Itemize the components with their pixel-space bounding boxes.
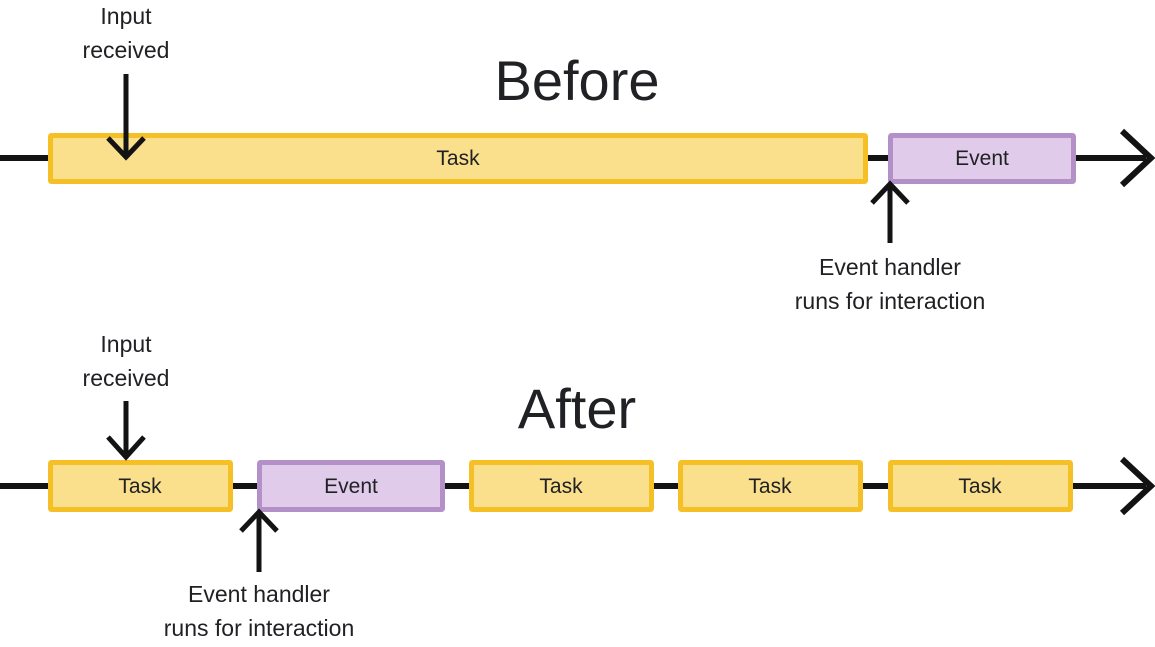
before-event-block[interactable] [888, 133, 1076, 184]
after-event-block[interactable] [257, 460, 445, 512]
after-event-label: Event [324, 475, 378, 498]
before-timeline-arrowhead-icon [1119, 128, 1155, 188]
after-task-label-1: Task [118, 475, 162, 498]
after-section: After Task Event Task Task Task [0, 331, 1155, 641]
after-task-label-4: Task [958, 475, 1002, 498]
before-section: Before Task Event Input received Event h… [0, 3, 1155, 314]
after-input-annotation-line1: Input [100, 331, 152, 357]
before-task-label: Task [436, 147, 480, 170]
after-input-annotation-line2: received [83, 365, 170, 391]
after-task-block-2[interactable] [469, 460, 654, 512]
before-title: Before [495, 49, 660, 112]
before-handler-annotation-line2: runs for interaction [795, 288, 985, 314]
after-task-label-2: Task [539, 475, 583, 498]
after-task-block-3[interactable] [678, 460, 863, 512]
after-task-block-1[interactable] [48, 460, 233, 512]
after-handler-pointer-arrowhead-icon [239, 508, 279, 533]
after-title: After [518, 377, 636, 440]
after-handler-annotation-line1: Event handler [188, 581, 330, 607]
before-handler-annotation-line1: Event handler [819, 254, 961, 280]
before-input-annotation-line1: Input [100, 3, 152, 29]
before-input-annotation-line2: received [83, 37, 170, 63]
before-input-pointer-arrowhead-icon [106, 136, 146, 161]
before-task-block[interactable] [48, 133, 868, 184]
after-handler-annotation-line2: runs for interaction [164, 615, 354, 641]
after-input-pointer-arrowhead-icon [106, 435, 146, 461]
after-task-label-3: Task [748, 475, 792, 498]
after-task-block-4[interactable] [888, 460, 1073, 512]
after-timeline-arrowhead-icon [1119, 456, 1155, 516]
before-event-label: Event [955, 147, 1009, 170]
before-handler-pointer-arrowhead-icon [870, 180, 910, 205]
